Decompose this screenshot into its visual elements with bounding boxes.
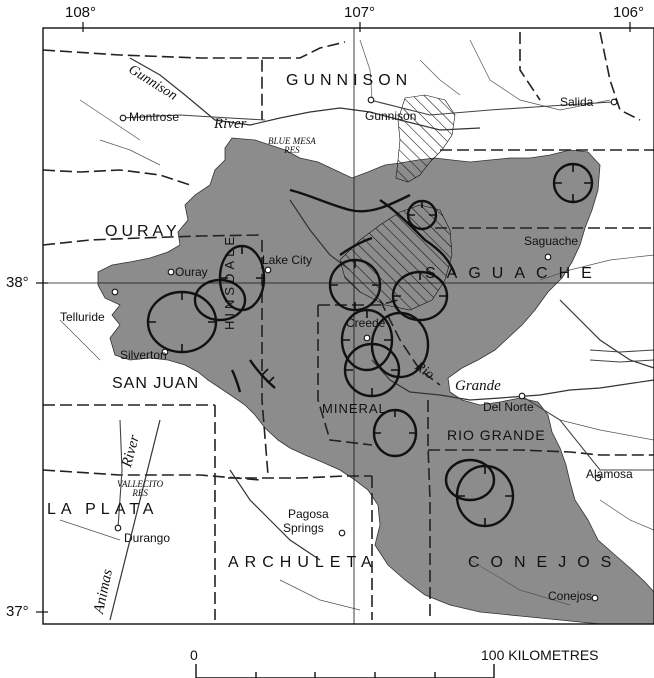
blue-mesa-line-1: BLUE MESA [268, 136, 316, 146]
county-hinsdale: HINSDALE [222, 232, 237, 330]
vallecito-res-label: VALLECITO RES [117, 479, 164, 499]
town-durango: Durango [124, 531, 171, 545]
scale-end-label: 100 KILOMETRES [481, 647, 599, 663]
gunnison-river-label-2: River [214, 116, 247, 132]
county-conejos: CONEJOS [468, 554, 623, 571]
longitude-108-label: 108° [65, 4, 97, 21]
vallecito-line-2: RES [132, 488, 148, 499]
county-archuleta: ARCHULETA [228, 554, 378, 571]
degree-ticks [36, 22, 631, 613]
graticule [43, 28, 654, 624]
hatched-zone-north [395, 94, 456, 183]
volcanic-field-area [97, 137, 654, 624]
streams [59, 39, 654, 611]
blue-mesa-res-label: BLUE MESA RES [268, 136, 316, 156]
latitude-37-label: 37° [6, 603, 29, 620]
blue-mesa-line-2: RES [284, 145, 300, 156]
county-gunnison: GUNNISON [286, 72, 413, 89]
town-lake-city: Lake City [262, 253, 313, 267]
town-montrose: Montrose [129, 110, 180, 124]
county-ouray: OURAY [105, 223, 181, 240]
town-creede: Creede [346, 316, 386, 330]
map-frame [42, 27, 654, 625]
longitude-107-label: 107° [344, 4, 376, 21]
scale-bar [195, 664, 495, 678]
town-telluride: Telluride [60, 310, 105, 324]
town-saguache: Saguache [524, 234, 579, 248]
vallecito-line-1: VALLECITO [117, 479, 164, 489]
town-conejos: Conejos [548, 589, 593, 603]
county-la-plata: LA PLATA [47, 501, 159, 518]
town-alamosa: Alamosa [586, 467, 633, 481]
town-salida: Salida [560, 95, 594, 109]
county-san-juan: SAN JUAN [112, 375, 200, 392]
scale-start-label: 0 [190, 647, 198, 663]
town-markers [111, 96, 618, 602]
town-pagosa-1: Pagosa [288, 507, 329, 521]
town-silverton: Silverton [120, 348, 167, 362]
grande-label: Grande [455, 378, 501, 394]
county-saguache: SAGUACHE [425, 265, 603, 282]
latitude-38-label: 38° [6, 274, 29, 291]
calderas [146, 162, 594, 528]
town-gunnison: Gunnison [365, 109, 417, 123]
county-rio-grande: RIO GRANDE [447, 427, 546, 443]
town-del-norte: Del Norte [483, 400, 534, 414]
county-boundaries [43, 31, 654, 620]
longitude-106-label: 106° [613, 4, 645, 21]
hatched-zone-central [339, 204, 453, 311]
roads [117, 99, 654, 529]
county-mineral: MINERAL [322, 401, 387, 416]
town-ouray: Ouray [175, 265, 208, 279]
town-pagosa-2: Springs [283, 521, 324, 535]
